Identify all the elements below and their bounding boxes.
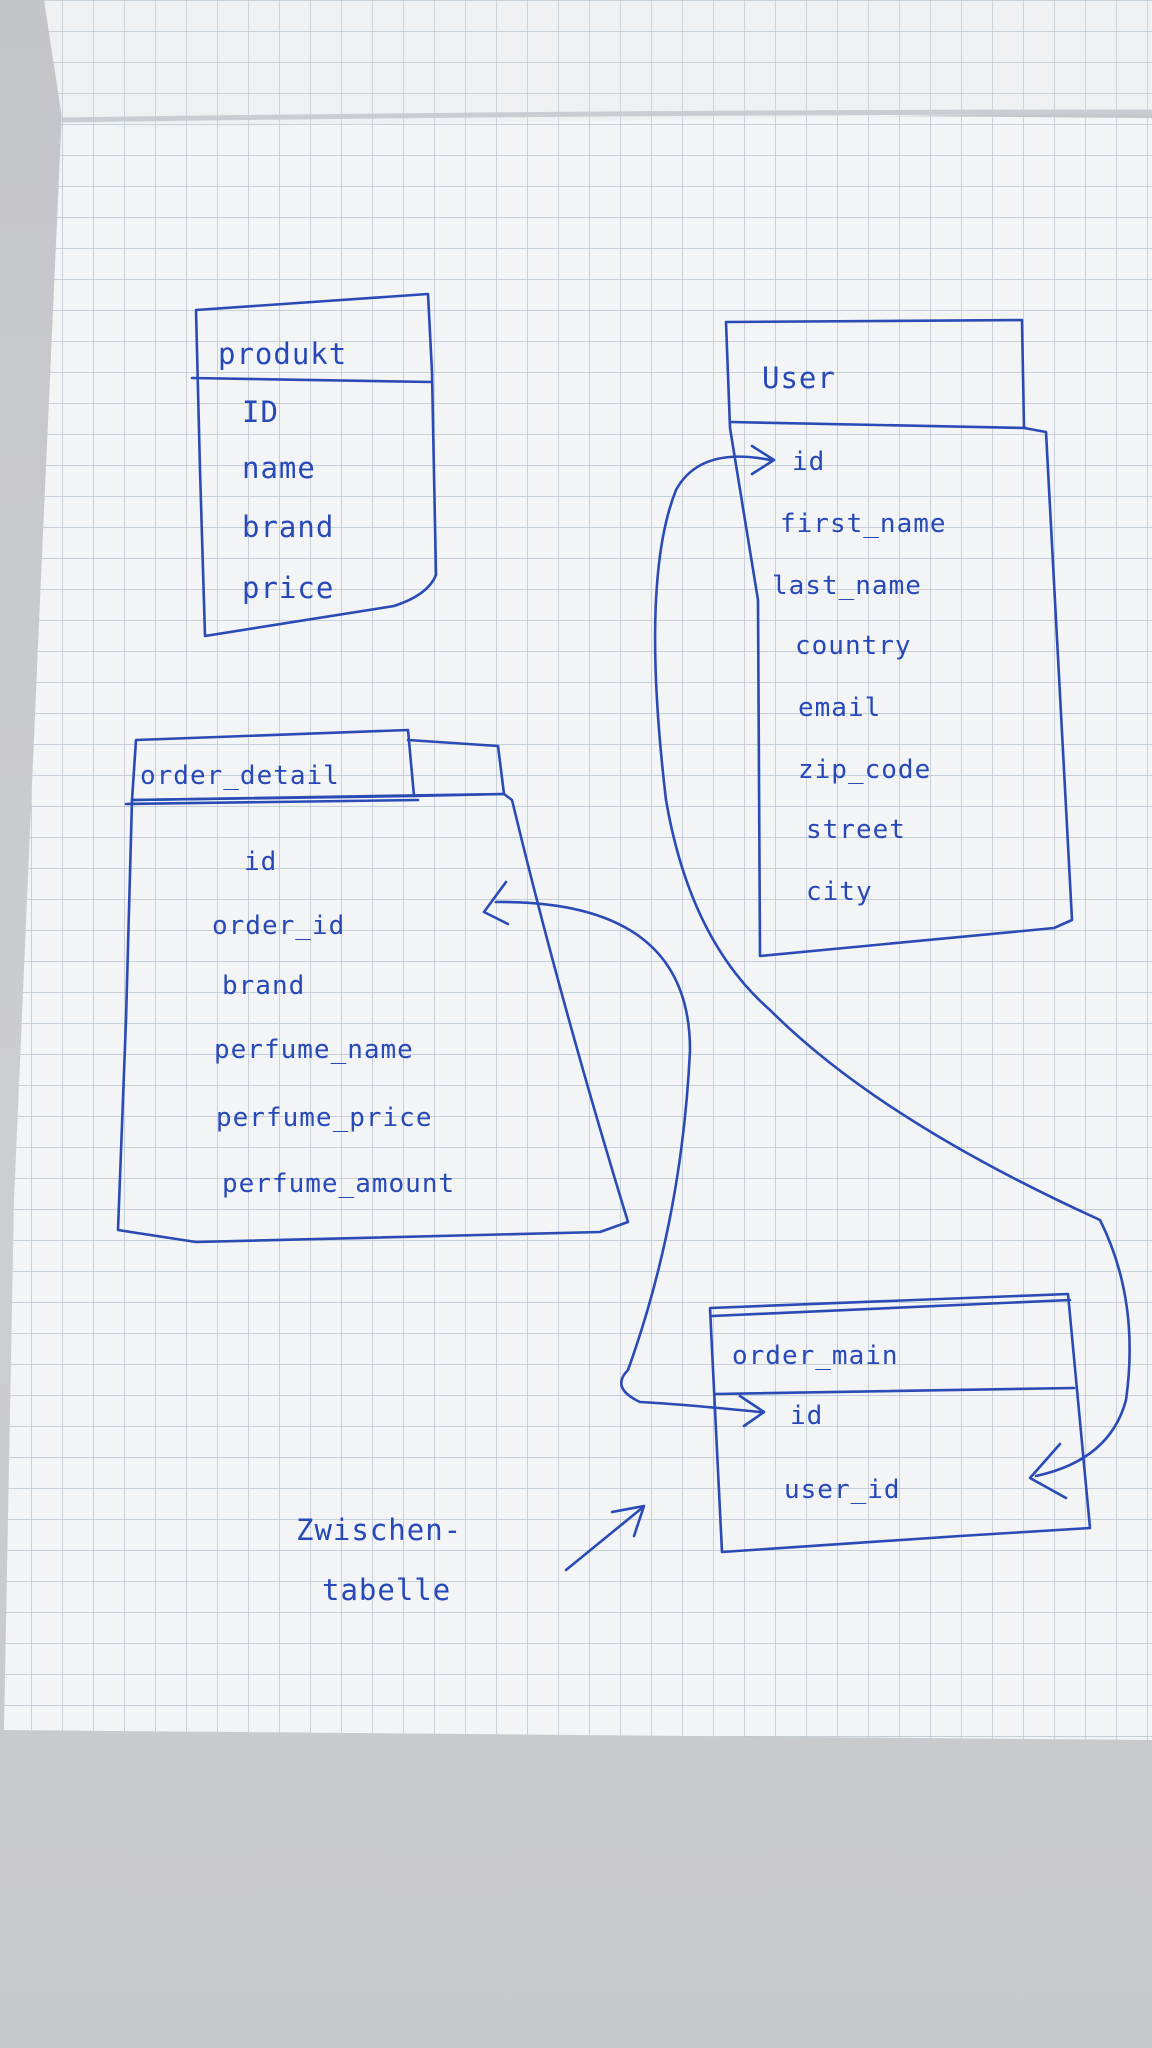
relation-order-main-id-to-order-detail-order-id [482, 880, 766, 1428]
table-produkt-border [194, 292, 438, 638]
field-produkt-0: ID [242, 395, 279, 429]
field-order-detail-0: id [244, 847, 277, 877]
table-order-detail-header-divider [124, 798, 420, 806]
arrowhead-user-id [750, 444, 776, 476]
field-user-4: email [798, 693, 881, 723]
arrowhead-order-main-user-id [1028, 1442, 1068, 1500]
field-order-detail-2: brand [222, 971, 305, 1001]
field-user-3: country [795, 631, 912, 661]
field-produkt-1: name [242, 451, 316, 485]
table-order-detail: order_detail id order_id brand perfume_n… [116, 728, 630, 1244]
table-user: User id first_name last_name country ema… [724, 318, 1074, 958]
annotation-arrow [564, 1506, 644, 1572]
table-produkt-title: produkt [218, 337, 347, 371]
table-order-detail-body [116, 792, 630, 1244]
field-user-6: street [806, 815, 906, 845]
table-order-main-border [708, 1292, 1092, 1554]
table-order-main-title: order_main [732, 1341, 899, 1371]
arrowhead-order-main-id-start [738, 1394, 766, 1428]
field-user-7: city [806, 877, 873, 907]
field-user-2: last_name [772, 571, 922, 601]
field-order-detail-4: perfume_price [216, 1103, 433, 1133]
field-user-0: id [792, 447, 825, 477]
table-produkt: produkt ID name brand price [190, 292, 438, 638]
relation-user-id-to-order-main-user-id [653, 444, 1131, 1500]
table-order-main-header-divider [714, 1386, 1076, 1396]
relation-line-2 [653, 455, 1131, 1478]
table-produkt-header-divider [190, 376, 434, 384]
field-produkt-3: price [242, 571, 334, 605]
annotation-line-2: tabelle [322, 1573, 451, 1607]
graph-paper [4, 0, 1152, 1740]
field-user-5: zip_code [798, 755, 931, 785]
table-user-border [724, 318, 1074, 958]
table-order-main-header-top [710, 1298, 1072, 1318]
field-order-main-0: id [790, 1401, 823, 1431]
field-order-detail-1: order_id [212, 911, 345, 941]
annotation-zwischentabelle: Zwischen- tabelle [296, 1504, 646, 1607]
field-produkt-2: brand [242, 510, 334, 544]
relation-line-1 [494, 900, 762, 1414]
field-order-detail-5: perfume_amount [222, 1169, 455, 1199]
table-order-detail-title: order_detail [140, 761, 340, 791]
table-user-header-divider [728, 420, 1028, 430]
annotation-arrowhead [610, 1504, 646, 1538]
arrowhead-order-detail-order-id [482, 880, 510, 926]
table-order-main: order_main id user_id [708, 1292, 1092, 1554]
field-order-main-1: user_id [784, 1475, 901, 1505]
field-user-1: first_name [780, 509, 947, 539]
annotation-line-1: Zwischen- [296, 1513, 462, 1547]
table-user-title: User [762, 361, 836, 395]
field-order-detail-3: perfume_name [214, 1035, 414, 1065]
table-order-detail-tab [406, 738, 506, 798]
